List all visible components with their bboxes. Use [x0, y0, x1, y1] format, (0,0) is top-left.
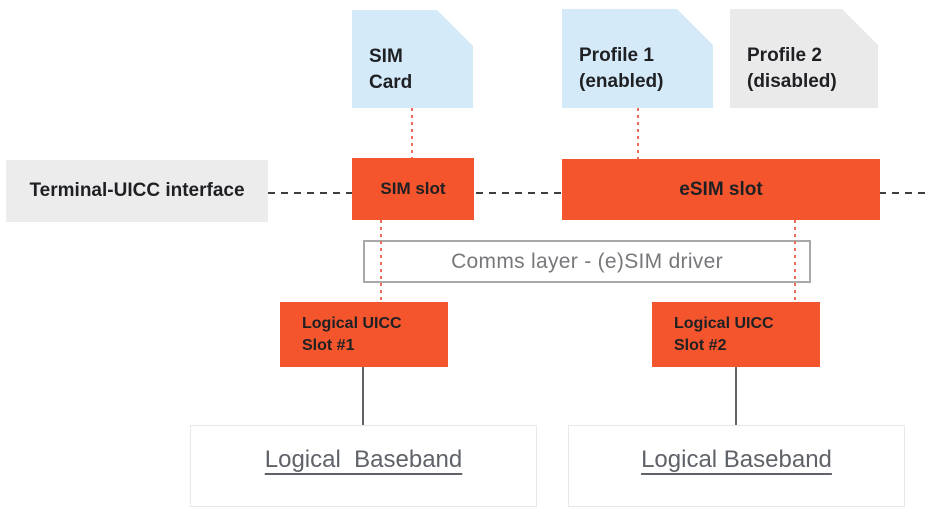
connector-simcard-to-simslot: [411, 108, 413, 158]
sim-card-shape: SIM Card: [352, 10, 473, 108]
esim-slot-box: eSIM slot: [562, 159, 880, 220]
connector-simslot-to-uicc1: [380, 220, 382, 302]
profile1-label: Profile 1 (enabled): [579, 45, 664, 92]
terminal-uicc-label: Terminal-UICC interface: [29, 180, 245, 201]
logical-uicc-slot2-box: Logical UICC Slot #2: [652, 302, 820, 367]
comms-layer-label: Comms layer - (e)SIM driver: [451, 249, 723, 273]
connector-uicc1-to-baseband1: [362, 367, 364, 425]
profile1-enabled-shape: Profile 1 (enabled): [562, 9, 713, 108]
logical-baseband1-box: Logical Baseband: [190, 425, 537, 507]
logical-baseband1-label: Logical Baseband: [264, 446, 463, 473]
terminal-uicc-interface-box: Terminal-UICC interface: [6, 160, 268, 222]
connector-uicc2-to-baseband2: [735, 367, 737, 425]
logical-uicc-slot1-box: Logical UICC Slot #1: [280, 302, 448, 367]
logical-baseband2-label: Logical Baseband: [641, 446, 832, 473]
connector-profile1-to-esimslot: [637, 108, 639, 159]
logical-uicc-slot2-label: Logical UICC Slot #2: [674, 315, 774, 354]
connector-esimslot-to-uicc2: [794, 220, 796, 302]
esim-slot-label: eSIM slot: [679, 178, 763, 200]
comms-layer-box: Comms layer - (e)SIM driver: [363, 240, 811, 283]
logical-baseband2-box: Logical Baseband: [568, 425, 905, 507]
sim-slot-label: SIM slot: [380, 179, 446, 198]
profile2-disabled-shape: Profile 2 (disabled): [730, 9, 878, 108]
sim-card-label: SIM Card: [369, 46, 413, 93]
profile2-label: Profile 2 (disabled): [747, 45, 837, 92]
logical-uicc-slot1-label: Logical UICC Slot #1: [302, 315, 402, 354]
sim-slot-box: SIM slot: [352, 158, 474, 220]
